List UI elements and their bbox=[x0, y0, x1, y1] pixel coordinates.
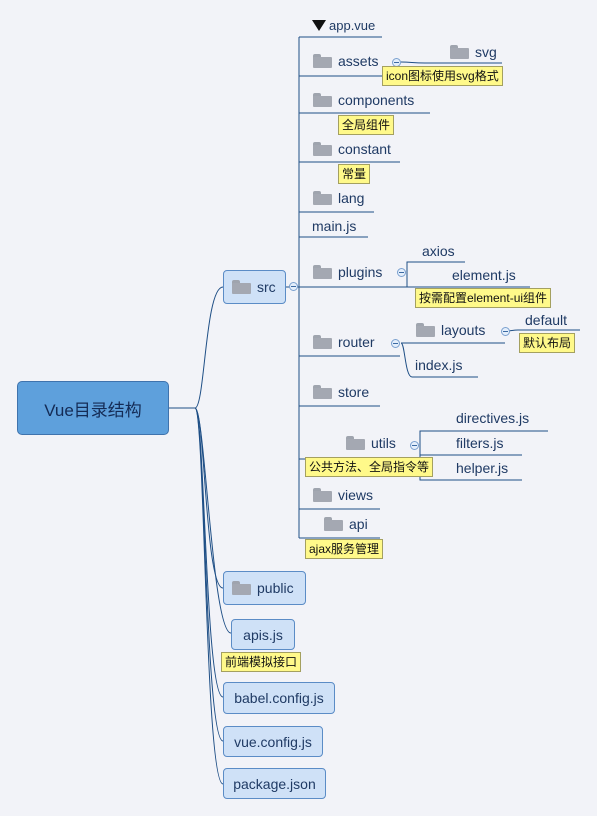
utils-node[interactable]: utils bbox=[346, 435, 396, 451]
router-node[interactable]: router bbox=[313, 334, 375, 350]
directives-js-node[interactable]: directives.js bbox=[456, 410, 530, 426]
plugins-node[interactable]: plugins bbox=[313, 264, 382, 280]
collapse-toggle-icon[interactable] bbox=[501, 327, 510, 336]
folder-icon bbox=[232, 280, 251, 294]
public-label: public bbox=[257, 580, 294, 596]
constant-note: 常量 bbox=[338, 164, 371, 184]
folder-icon bbox=[346, 436, 365, 450]
api-note: ajax服务管理 bbox=[305, 539, 384, 559]
package-json-label: package.json bbox=[233, 775, 316, 792]
folder-icon bbox=[313, 93, 332, 107]
views-node[interactable]: views bbox=[313, 487, 373, 503]
filters-js-node[interactable]: filters.js bbox=[456, 435, 504, 451]
folder-icon bbox=[313, 191, 332, 205]
components-node[interactable]: components bbox=[313, 92, 414, 108]
default-note: 默认布局 bbox=[519, 333, 576, 353]
store-node[interactable]: store bbox=[313, 384, 369, 400]
lang-node[interactable]: lang bbox=[313, 190, 364, 206]
folder-icon bbox=[450, 45, 469, 59]
public-node[interactable]: public bbox=[223, 571, 306, 605]
folder-icon bbox=[313, 265, 332, 279]
folder-icon bbox=[313, 335, 332, 349]
folder-icon bbox=[313, 488, 332, 502]
package-json-node[interactable]: package.json bbox=[223, 768, 326, 799]
src-label: src bbox=[257, 279, 276, 295]
default-node[interactable]: default bbox=[525, 312, 568, 328]
triangle-down-icon bbox=[312, 20, 326, 31]
vue-config-node[interactable]: vue.config.js bbox=[223, 726, 323, 757]
axios-node[interactable]: axios bbox=[422, 243, 455, 259]
utils-note: 公共方法、全局指令等 bbox=[305, 457, 434, 477]
main-js-node[interactable]: main.js bbox=[312, 218, 357, 234]
folder-icon bbox=[313, 142, 332, 156]
folder-icon bbox=[324, 517, 343, 531]
components-note: 全局组件 bbox=[338, 115, 395, 135]
root-node[interactable]: Vue目录结构 bbox=[17, 381, 169, 435]
plugins-note: 按需配置element-ui组件 bbox=[415, 288, 552, 308]
collapse-toggle-icon[interactable] bbox=[397, 268, 406, 277]
api-node[interactable]: api bbox=[324, 516, 368, 532]
vue-config-label: vue.config.js bbox=[234, 733, 312, 750]
folder-icon bbox=[416, 323, 435, 337]
element-js-node[interactable]: element.js bbox=[452, 267, 516, 283]
root-label: Vue目录结构 bbox=[44, 400, 142, 420]
babel-config-label: babel.config.js bbox=[234, 690, 324, 706]
collapse-toggle-icon[interactable] bbox=[289, 282, 298, 291]
folder-icon bbox=[232, 581, 251, 595]
apis-note: 前端模拟接口 bbox=[221, 652, 302, 672]
src-node[interactable]: src bbox=[223, 270, 286, 304]
app-vue-node[interactable]: app.vue bbox=[312, 18, 375, 33]
assets-node[interactable]: assets bbox=[313, 53, 378, 69]
collapse-toggle-icon[interactable] bbox=[391, 339, 400, 348]
folder-icon bbox=[313, 385, 332, 399]
folder-icon bbox=[313, 54, 332, 68]
helper-js-node[interactable]: helper.js bbox=[456, 460, 509, 476]
constant-node[interactable]: constant bbox=[313, 141, 391, 157]
apis-label: apis.js bbox=[243, 626, 283, 643]
layouts-node[interactable]: layouts bbox=[416, 322, 485, 338]
assets-note: icon图标使用svg格式 bbox=[382, 66, 503, 86]
collapse-toggle-icon[interactable] bbox=[410, 441, 419, 450]
babel-config-node[interactable]: babel.config.js bbox=[223, 682, 335, 714]
index-js-node[interactable]: index.js bbox=[415, 357, 463, 373]
apis-node[interactable]: apis.js bbox=[231, 619, 295, 650]
svg-node[interactable]: svg bbox=[450, 44, 497, 60]
